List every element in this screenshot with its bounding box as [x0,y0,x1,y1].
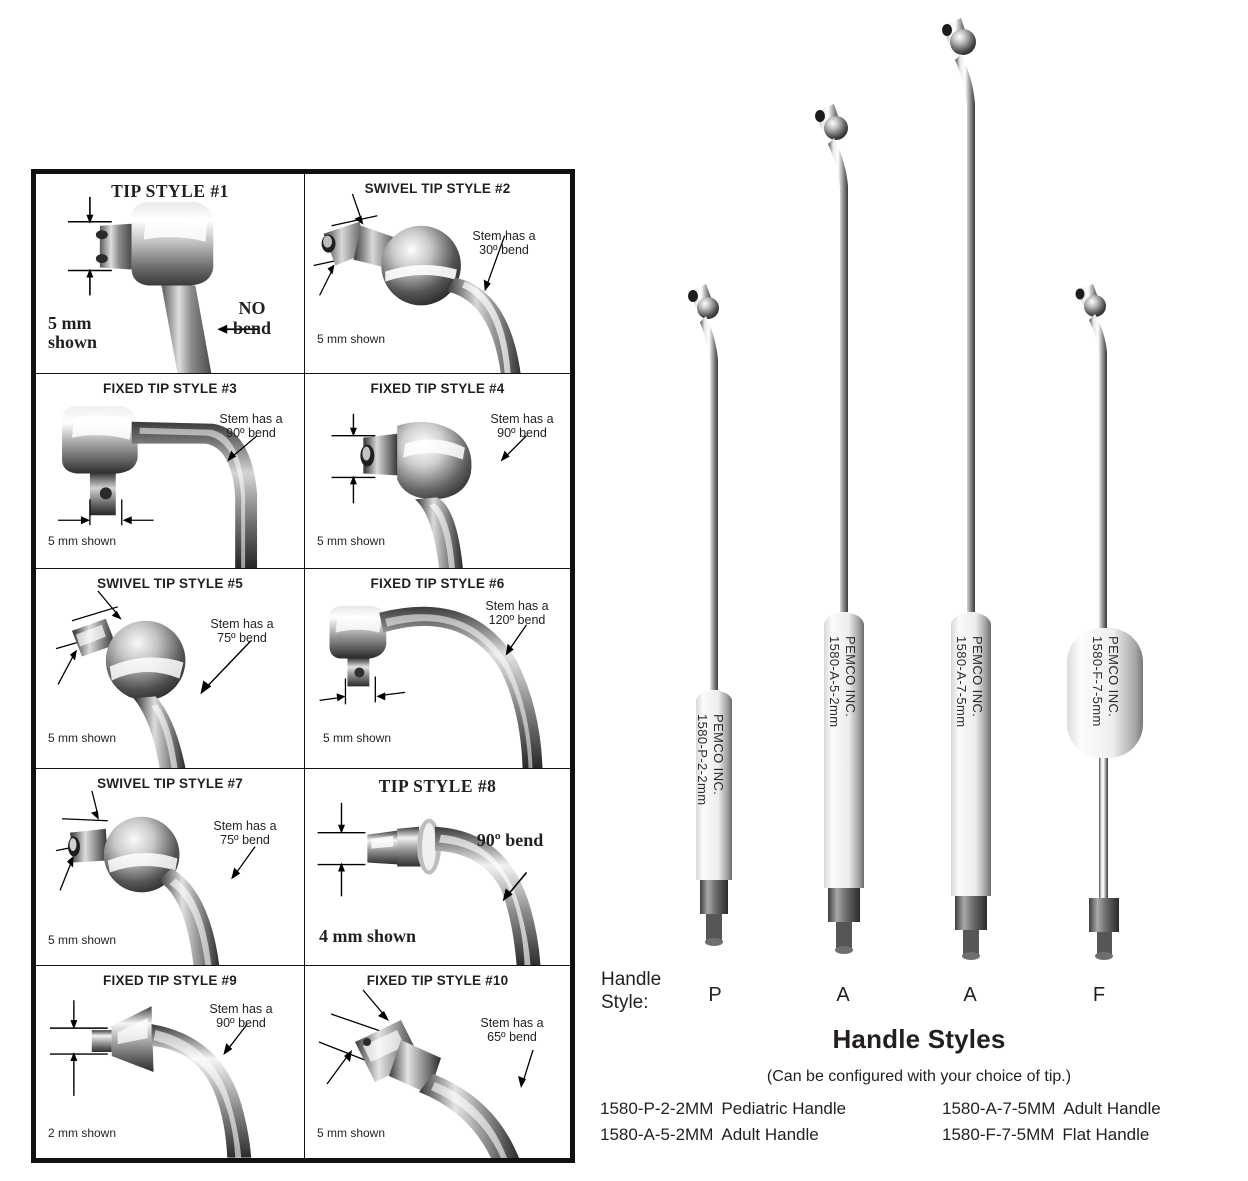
handle-code-label: PEMCO INC. 1580-A-5-2mm [826,636,858,728]
handle-brand: PEMCO INC. [843,636,858,718]
tip-title: FIXED TIP STYLE #6 [370,576,505,591]
tip-title: TIP STYLE #1 [111,181,229,201]
handle-illustration-a5 [815,104,864,954]
tip-measure-label: 5 mm shown [317,534,386,548]
tip-cell-3: FIXED TIP STYLE #3 [36,374,305,568]
tip-illustration-6 [319,605,543,768]
tip-table-row: FIXED TIP STYLE #9 [36,966,570,1158]
handle-code-row: 1580-P-2-2MM Pediatric Handle [600,1096,846,1122]
tip-measure-label: 5 mm shown [48,534,117,548]
handle-brand: PEMCO INC. [970,636,985,718]
tip-table-row: SWIVEL TIP STYLE #7 [36,769,570,966]
handle-style-label-line1: Handle [601,969,662,990]
tip-illustration-7 [55,790,256,965]
tip-illustration-1 [68,196,260,373]
tip-illustration-10 [318,989,534,1158]
tip-illustration-8 [317,802,541,965]
tip-title: FIXED TIP STYLE #3 [103,381,237,396]
tip-table-row: TIP STYLE #1 [36,174,570,374]
tip-title: TIP STYLE #8 [378,776,497,796]
handle-code-id: 1580-A-7-5MM [942,1099,1056,1118]
handle-code-id: 1580-F-7-5MM [942,1124,1055,1144]
handle-code-id: 1580-A-5-2MM [600,1124,714,1144]
handle-letter-a7: A [963,984,977,1006]
handle-letter-p: P [708,984,722,1006]
tip-illustration-9 [49,1000,252,1158]
handle-style-label: Handle Style: [601,968,661,1014]
handle-brand: PEMCO INC. [1106,636,1121,718]
tip-title: SWIVEL TIP STYLE #7 [97,776,243,791]
tip-illustration-4 [331,413,527,568]
handle-model: 1580-A-5-2mm [826,636,842,728]
handle-code-list-right: 1580-A-7-5MM Adult Handle 1580-F-7-5MM Fla… [942,1096,1161,1147]
handle-code-desc: Flat Handle [1062,1124,1150,1144]
tip-measure-label: 5 mm shown [48,313,98,352]
handle-code-desc: Pediatric Handle [721,1099,847,1118]
tip-cell-9: FIXED TIP STYLE #9 [36,966,305,1158]
tip-illustration-3 [58,405,258,568]
handle-brand: PEMCO INC. [711,714,726,796]
tip-title: FIXED TIP STYLE #10 [366,973,509,988]
tip-title: SWIVEL TIP STYLE #5 [97,576,243,591]
handle-code-label: PEMCO INC. 1580-P-2-2mm [694,714,726,806]
tip-measure-label: 5 mm shown [317,332,386,346]
tip-stem-note: Stem has a 90º bend [490,412,554,441]
tip-cell-4: FIXED TIP STYLE #4 [305,374,570,568]
tip-measure-label: 5 mm shown [48,933,117,947]
tip-stem-note: 90º bend [476,830,544,850]
tip-cell-6: FIXED TIP STYLE #6 [305,569,570,768]
handle-styles-section: PEMCO INC. 1580-P-2-2mm PEMCO INC. 1580-… [590,0,1248,1181]
tip-stem-note: Stem has a 30º bend [472,229,536,258]
tip-measure-label: 5 mm shown [323,731,392,745]
handle-code-row: 1580-A-5-2MM Adult Handle [600,1122,846,1148]
tip-cell-7: SWIVEL TIP STYLE #7 [36,769,305,965]
tip-cell-1: TIP STYLE #1 [36,174,305,373]
handle-illustration-f [1067,284,1143,960]
tip-stem-note: Stem has a 120º bend [485,599,549,628]
tip-title: SWIVEL TIP STYLE #2 [364,181,511,196]
tip-cell-10: FIXED TIP STYLE #10 [305,966,570,1158]
handle-styles-subheading: (Can be configured with your choice of t… [766,1068,1072,1085]
tip-measure-label: 4 mm shown [319,926,417,946]
handle-code-label: PEMCO INC. 1580-F-7-5mm [1089,636,1121,727]
tip-illustration-2 [313,193,521,373]
tip-table-row: SWIVEL TIP STYLE #5 [36,569,570,769]
handle-code-row: 1580-F-7-5MM Flat Handle [942,1122,1161,1148]
tip-measure-label: 2 mm shown [48,1126,117,1140]
tip-measure-label: 5 mm shown [317,1126,386,1140]
handle-style-label-line2: Style: [601,992,649,1014]
tip-stem-note: Stem has a 75º bend [213,819,277,848]
tip-stem-note: Stem has a 75º bend [210,617,274,646]
handle-code-label: PEMCO INC. 1580-A-7-5mm [953,636,985,728]
handle-letter-a5: A [836,984,850,1006]
handle-illustration-a7 [942,18,991,960]
handle-model: 1580-P-2-2mm [694,714,710,806]
tip-illustration-5 [55,590,252,768]
handle-styles-heading: Handle Styles [832,1024,1006,1054]
handle-model: 1580-F-7-5mm [1089,636,1105,727]
handle-code-list-left: 1580-P-2-2MM Pediatric Handle 1580-A-5-2M… [600,1096,846,1147]
tip-cell-8: TIP STYLE #8 [305,769,570,965]
tip-measure-label: 5 mm shown [48,731,117,745]
handle-code-desc: Adult Handle [721,1124,819,1144]
tip-stem-note: Stem has a 90º bend [219,412,283,441]
handle-letter-f: F [1092,984,1106,1006]
tip-styles-table: TIP STYLE #1 [31,169,575,1163]
tip-cell-5: SWIVEL TIP STYLE #5 [36,569,305,768]
tip-title: FIXED TIP STYLE #4 [370,381,505,396]
tip-stem-note: NO bend [233,298,272,338]
handle-code-id: 1580-P-2-2MM [600,1099,714,1118]
tip-title: FIXED TIP STYLE #9 [103,973,237,988]
handle-code-row: 1580-A-7-5MM Adult Handle [942,1096,1161,1122]
tip-stem-note: Stem has a 90º bend [209,1002,273,1031]
tip-stem-note: Stem has a 65º bend [480,1016,544,1045]
handle-code-desc: Adult Handle [1063,1099,1161,1118]
tip-cell-2: SWIVEL TIP STYLE #2 [305,174,570,373]
handle-illustration-p [688,284,732,946]
tip-table-row: FIXED TIP STYLE #3 [36,374,570,569]
handle-model: 1580-A-7-5mm [953,636,969,728]
